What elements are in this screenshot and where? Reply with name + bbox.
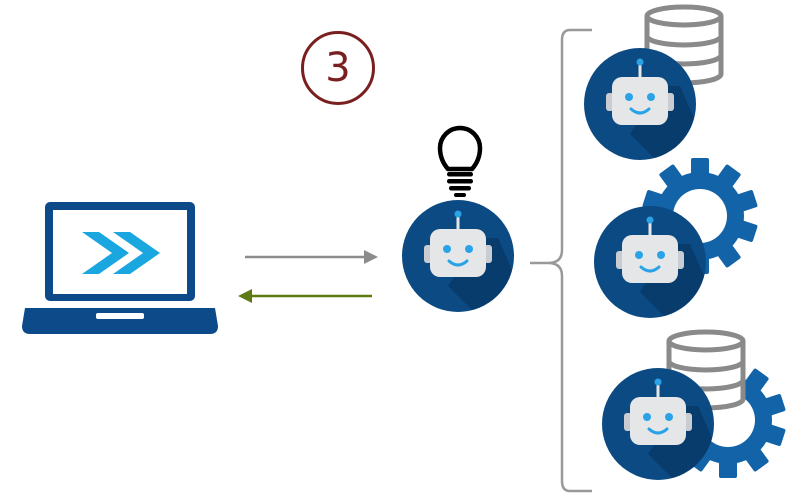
orchestrator-robot-icon: [400, 198, 516, 314]
data-agent: [582, 7, 721, 162]
hybrid-agent: [600, 332, 786, 482]
step-number: 3: [325, 45, 351, 91]
grouping-brace: [530, 28, 592, 493]
robot-icon: [582, 46, 698, 162]
laptop-icon: [22, 202, 218, 334]
tool-agent: [592, 158, 758, 320]
lightbulb-icon: [437, 125, 483, 197]
response-arrow: [238, 289, 372, 303]
robot-icon: [592, 204, 708, 320]
step-number-badge: 3: [301, 31, 375, 105]
robot-icon: [600, 366, 716, 482]
request-arrow: [245, 250, 378, 264]
double-chevron-icon: [82, 232, 160, 274]
